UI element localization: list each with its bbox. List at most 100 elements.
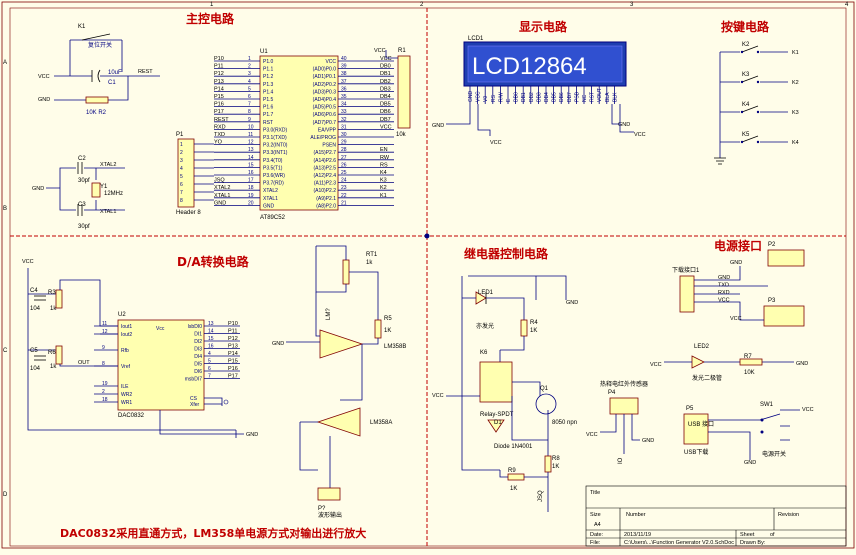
mcu-pin-label: (A10)P2.2 (313, 188, 336, 194)
dac-pin-label: Rfb (121, 348, 129, 354)
date-value: 2013/11/19 (624, 532, 651, 538)
dac-pin-label: lsbDI0 (188, 324, 202, 330)
reset-circuit: K1 复位开关 VCC 10uF C1 REST GND 10K R2 (38, 24, 160, 116)
relay-jsq: JSQ (538, 490, 544, 502)
crystal-c2-ref: C2 (78, 156, 86, 162)
lcd-pin-label: DB4 (544, 92, 550, 102)
mcu-u1: U1 AT89C52 P1.01P10P1.12P11P1.23P12P1.34… (214, 49, 394, 221)
mcu-pin-label: (A9)P2.1 (316, 196, 336, 202)
power-p3: P3 (768, 298, 776, 304)
dac-pin-label: msbDI7 (185, 377, 202, 383)
lcd-pin-label: DB3 (536, 92, 542, 102)
dac-pin-label: DI1 (194, 332, 202, 338)
relay-r8-ref: R8 (552, 456, 560, 462)
lcd-pin-label: E (506, 98, 512, 102)
section-title-power: 电源接口 (714, 238, 762, 253)
opamp-r5-val: 1K (384, 328, 391, 334)
opamp-gnd: GND (272, 341, 284, 347)
dac-pin-number: 16 (208, 344, 214, 350)
reset-res-wire (54, 76, 129, 101)
mcu-net-label: P13 (214, 79, 224, 85)
mcu-pin-label: (AD2)P0.2 (313, 82, 337, 88)
dac-net-label: P11 (228, 329, 237, 335)
mcu-pin-number: 37 (341, 79, 347, 85)
relay-led-label: 亦发光 (476, 322, 494, 330)
dac-pin-number: 18 (102, 397, 108, 403)
relay-q-ref: Q1 (540, 386, 549, 392)
crystal-gnd: GND (32, 186, 44, 192)
mcu-pin-label: P3.1(TXD) (263, 135, 287, 141)
dac-xfer: Xfer (190, 402, 200, 408)
mcu-pin-number: 38 (341, 71, 347, 77)
resnet-value: 10k (396, 132, 407, 138)
relay-r9-val: 1K (510, 486, 517, 492)
dac-c4-ref: C4 (30, 288, 38, 294)
mcu-net-label: P17 (214, 109, 224, 115)
mcu-pin-label: P1.3 (263, 82, 274, 88)
mcu-net-label: DB1 (380, 71, 391, 77)
mcu-pin-label: (A11)P2.3 (314, 181, 336, 187)
crystal-c2-val: 30pf (78, 178, 90, 184)
key-net: K2 (792, 80, 799, 86)
lcd-gnd: GND (432, 123, 444, 129)
opamp-pot-val: 1k (366, 260, 373, 266)
power-p1-label: 下载接口1 (672, 266, 700, 274)
mcu-net-label: DB2 (380, 79, 391, 85)
mcu-pin-label: (AD6)P0.6 (313, 112, 337, 118)
mcu-net-label: TXD (214, 132, 225, 138)
relay-r8-val: 1K (552, 464, 559, 470)
mcu-pin-number: 29 (341, 140, 347, 146)
crystal-y-ref: Y1 (100, 184, 108, 190)
lcd-gnd-2: GND (618, 122, 630, 128)
header-pin-number: 2 (180, 150, 183, 156)
mcu-net-label: K3 (380, 178, 387, 184)
power-r7: R7 (744, 354, 752, 360)
header-p1-part: Header 8 (176, 210, 201, 216)
key-net: K4 (792, 140, 799, 146)
lcd-pin-label: DB7 (567, 92, 573, 102)
key-ref: K5 (742, 132, 750, 138)
grid-row-label: A (3, 60, 7, 66)
dac-net-label: P17 (228, 374, 238, 380)
opamp-out-label: 波形输出 (318, 511, 342, 519)
mcu-pin-number: 3 (248, 71, 251, 77)
power-net-label: RXD (718, 290, 730, 296)
reset-net: REST (138, 69, 153, 75)
relay-vcc: VCC (432, 393, 444, 399)
dac-pin-label: WR1 (121, 400, 132, 406)
mcu-net-label: P15 (214, 94, 224, 100)
sheet-label: Sheet (740, 532, 755, 538)
power-sensor-label: 热释电红外传感器 (600, 380, 648, 388)
dac-r6-ref: R6 (48, 350, 56, 356)
size-label: Size (590, 512, 601, 518)
mcu-pin-number: 24 (341, 178, 347, 184)
revision-label: Revision (778, 512, 799, 518)
mcu-net-label: K2 (380, 185, 387, 191)
power-net-label: GND (718, 275, 730, 281)
dac-pin-label: WR2 (121, 392, 132, 398)
lcd-pin-label: GND (468, 91, 474, 103)
mcu-net-label: XTAL1 (214, 193, 230, 199)
mcu-pin-number: 5 (248, 86, 251, 92)
of-label: of (770, 532, 775, 538)
power-vcc-led: VCC (650, 362, 662, 368)
mcu-pin-number: 7 (248, 102, 251, 108)
mcu-pin-label: GND (263, 203, 275, 209)
power-r7-val: 10K (744, 370, 755, 376)
header-p1-ref: P1 (176, 132, 184, 138)
grid-row-label: B (3, 206, 7, 212)
grid-labels: 1 2 3 4 A B C D (3, 2, 849, 498)
mcu-pin-number: 6 (248, 94, 251, 100)
grid-col-label: 1 (210, 2, 214, 8)
reset-switch-wire (69, 39, 123, 76)
dac-net-label: P13 (228, 344, 238, 350)
mcu-pin-number: 36 (341, 86, 347, 92)
relay-gnd: GND (566, 300, 578, 306)
mcu-pin-label: P1.5 (263, 97, 274, 103)
reset-vcc: VCC (38, 74, 50, 80)
dac-net-label: P15 (228, 359, 238, 365)
mcu-pin-label: P3.4(T0) (263, 158, 283, 164)
